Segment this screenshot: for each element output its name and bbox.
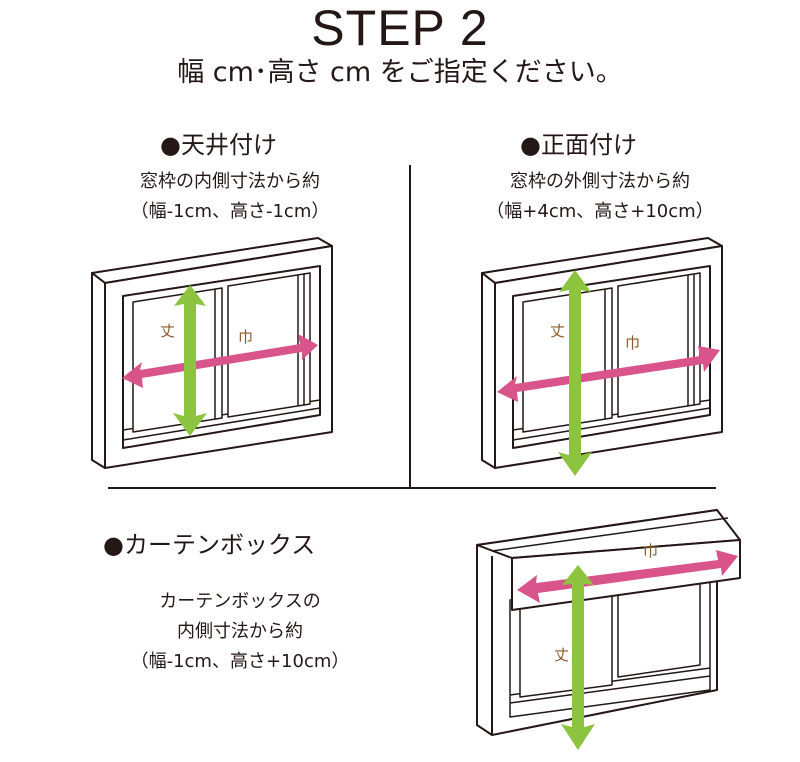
section-desc-front-1: 窓枠の外側寸法から約 <box>510 171 690 192</box>
height-arrow <box>561 565 595 750</box>
page-subtitle: 幅 cm･高さ cm をご指定ください。 <box>177 57 623 88</box>
page-title: STEP 2 <box>311 0 489 56</box>
width-label: 巾 <box>643 542 658 560</box>
window-front-mount: 丈 巾 <box>481 237 723 476</box>
section-desc-ceiling-2: （幅-1cm、高さ-1cm） <box>130 201 330 222</box>
section-heading-curtain-box: ●カーテンボックス <box>103 531 316 559</box>
width-arrow <box>497 346 720 402</box>
window-curtain-box: 丈 巾 <box>476 509 741 750</box>
section-desc-curtain-2: 内側寸法から約 <box>177 621 303 642</box>
section-desc-ceiling-1: 窓枠の内側寸法から約 <box>140 171 320 192</box>
width-arrow <box>122 334 318 388</box>
section-heading-ceiling: ●天井付け <box>160 131 277 159</box>
section-desc-curtain-1: カーテンボックスの <box>159 591 321 612</box>
width-label: 巾 <box>625 334 640 352</box>
height-arrow <box>173 285 207 436</box>
width-label: 巾 <box>238 328 253 346</box>
width-arrow <box>517 550 738 603</box>
section-desc-front-2: （幅+4cm、高さ+10cm） <box>486 201 714 222</box>
height-arrow <box>558 270 592 476</box>
height-label: 丈 <box>554 646 569 664</box>
window-ceiling-mount: 丈 巾 <box>91 237 333 469</box>
height-label: 丈 <box>550 322 565 340</box>
height-label: 丈 <box>160 322 175 340</box>
section-heading-front: ●正面付け <box>520 131 637 159</box>
section-desc-curtain-3: （幅-1cm、高さ+10cm） <box>130 651 350 672</box>
